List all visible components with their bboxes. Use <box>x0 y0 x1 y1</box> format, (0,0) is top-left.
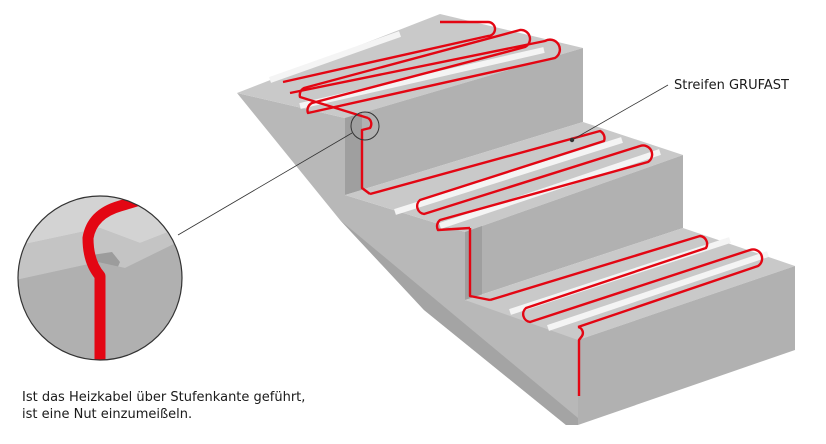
detail-leader-line <box>177 132 353 236</box>
zoom-cable <box>82 196 162 360</box>
step-1-tread <box>237 14 583 118</box>
step-2-shadow <box>465 226 482 300</box>
grufast-strip <box>268 31 402 83</box>
heating-cable-top-step <box>282 20 562 120</box>
zoom-detail <box>17 195 183 361</box>
stair-side-face <box>237 93 578 425</box>
stair-side-shadow <box>340 220 578 425</box>
grufast-strip <box>547 251 769 331</box>
heating-cable-bottom-step <box>489 234 764 329</box>
heating-cable <box>282 20 764 396</box>
step-3-riser <box>578 266 795 425</box>
caption: Ist das Heizkabel über Stufenkante gefüh… <box>22 389 305 423</box>
zoom-circle-border <box>17 195 183 361</box>
grufast-strip <box>394 137 623 215</box>
step-2-riser <box>465 155 683 300</box>
caption-line-1: Ist das Heizkabel über Stufenkante gefüh… <box>22 390 306 405</box>
heating-cable-middle-step <box>369 129 654 232</box>
strip-label: Streifen GRUFAST <box>674 78 789 93</box>
detail-marker <box>350 111 380 141</box>
heating-cable-riser-2 <box>468 228 491 302</box>
step-3-tread <box>465 228 795 340</box>
step-1-riser <box>345 48 583 195</box>
strip-leader-dot <box>569 137 575 143</box>
heating-cable-riser-3 <box>577 325 585 396</box>
staircase <box>237 14 795 425</box>
caption-line-2: ist eine Nut einzumeißeln. <box>22 407 193 422</box>
strip-leader-line <box>571 84 669 141</box>
step-1-shadow <box>345 113 362 195</box>
